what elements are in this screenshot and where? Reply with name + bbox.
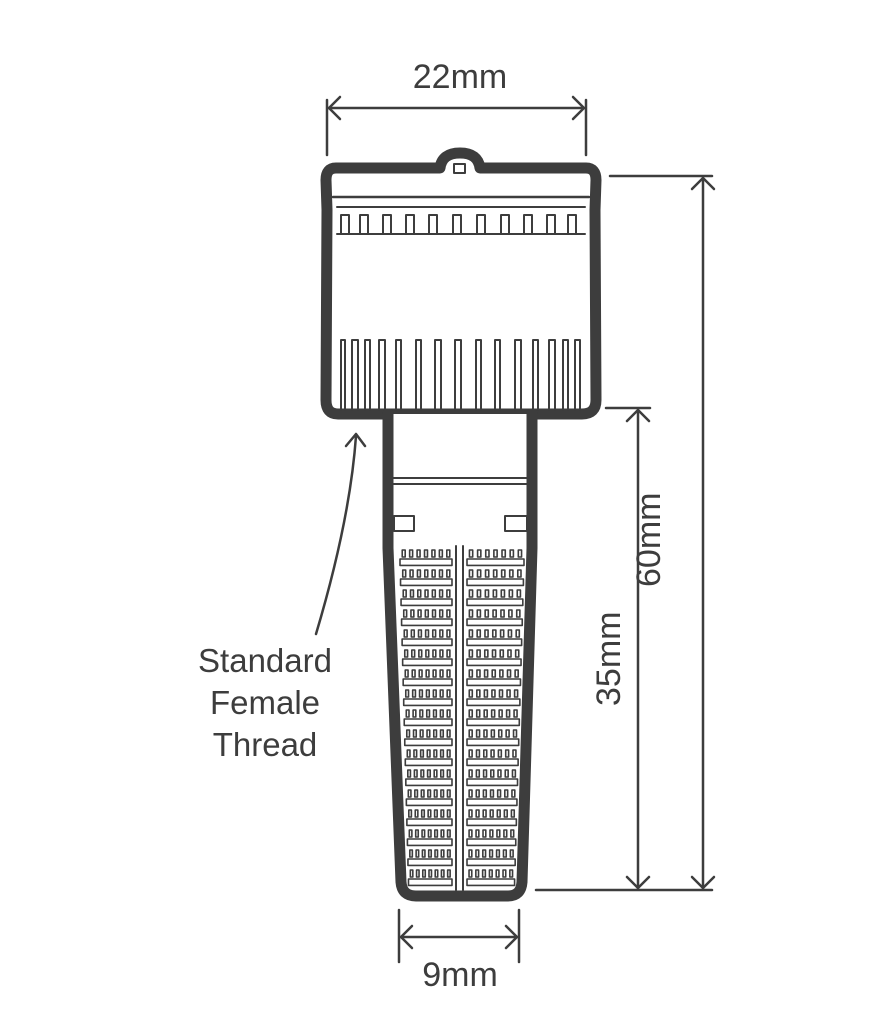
dimension-9mm [397, 908, 521, 964]
dimension-label-60mm: 60mm [630, 492, 668, 587]
thread-callout-label: Standard Female Thread [170, 640, 360, 766]
strainer-grid [399, 549, 525, 887]
cap-body [320, 147, 602, 420]
callout-line-2: Female [209, 684, 321, 721]
callout-line-3: Thread [212, 726, 318, 763]
top-knurl [340, 214, 577, 235]
callout-line-1: Standard [198, 642, 332, 679]
dimension-label-9mm: 9mm [422, 956, 498, 994]
dimension-label-22mm: 22mm [412, 58, 508, 96]
dimension-60mm [534, 174, 716, 892]
thread-callout-arrow [314, 432, 367, 636]
dimension-35mm [604, 406, 652, 890]
grip-ribs [340, 339, 581, 411]
dimension-22mm [325, 95, 588, 157]
dimension-label-35mm: 35mm [590, 611, 628, 706]
